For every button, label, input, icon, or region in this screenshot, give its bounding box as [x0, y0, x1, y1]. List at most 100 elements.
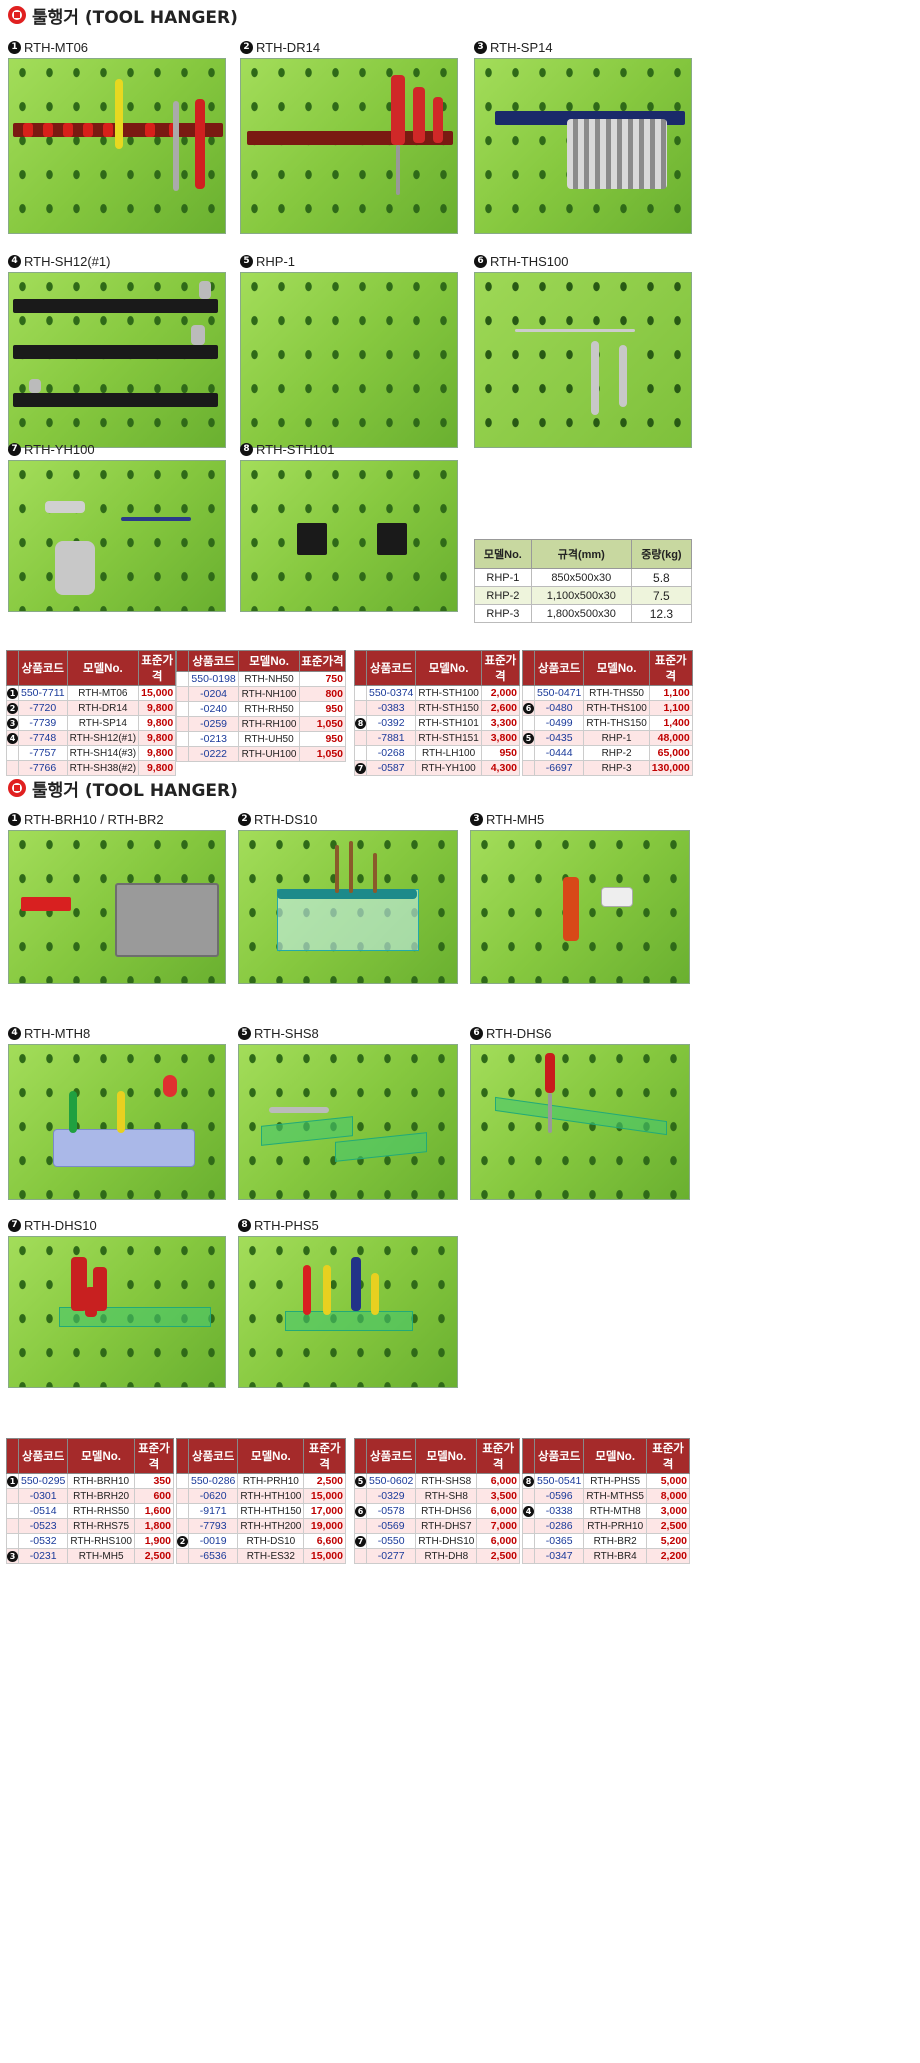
product-photo — [8, 830, 226, 984]
product-code: -7720 — [18, 700, 68, 716]
row-marker — [354, 745, 367, 761]
product-code: -0268 — [365, 745, 417, 761]
standard-price: 9,800 — [138, 700, 177, 716]
spec-size: 1,800x500x30 — [530, 604, 632, 623]
number-badge: 8 — [240, 442, 253, 456]
product-photo — [8, 1044, 226, 1200]
row-marker: 3 — [6, 715, 19, 731]
marker-header — [354, 1438, 367, 1474]
row-marker — [6, 1518, 19, 1534]
model-no: RTH-HTH150 — [237, 1503, 305, 1519]
number-badge: 1 — [7, 688, 18, 699]
row-marker: 5 — [354, 1473, 367, 1489]
socket-rail — [13, 345, 218, 359]
number-badge: 8 — [238, 1218, 251, 1232]
model-no: RTH-NH50 — [238, 671, 300, 687]
model-no: RTH-DH8 — [415, 1548, 478, 1564]
row-marker: 1 — [6, 685, 19, 701]
row-marker — [522, 1488, 535, 1504]
price-table-header: 모델No. — [67, 1438, 135, 1474]
socket-rail — [13, 393, 218, 407]
model-no: RTH-SH12(#1) — [66, 730, 140, 746]
product-code: 550-0541 — [533, 1473, 585, 1489]
tool-holder-icon — [53, 1129, 195, 1167]
pliers-holder-icon — [285, 1311, 413, 1331]
model-no: RTH-MH5 — [67, 1548, 135, 1564]
screwdriver-icon — [433, 97, 443, 143]
price-table-header: 모델No. — [415, 1438, 478, 1474]
pliers-icon — [323, 1265, 331, 1315]
standard-price: 6,000 — [476, 1533, 520, 1549]
model-no: RTH-BRH20 — [67, 1488, 135, 1504]
model-no: RTH-STH100 — [415, 685, 482, 701]
product-code: -0569 — [365, 1518, 417, 1534]
product-name: RTH-DHS6 — [486, 1025, 552, 1041]
number-badge: 2 — [238, 812, 251, 826]
standard-price: 3,800 — [480, 730, 521, 746]
section-title-text: 툴행거 (TOOL HANGER) — [32, 780, 238, 801]
spray-gun-icon — [45, 501, 85, 513]
socket-icon — [199, 281, 211, 299]
standard-price: 9,800 — [138, 715, 177, 731]
product-code: 550-0286 — [187, 1473, 239, 1489]
row-marker — [354, 1518, 367, 1534]
product-code: -0222 — [187, 746, 240, 762]
product-code: 550-0295 — [17, 1473, 69, 1489]
number-badge: 5 — [238, 1026, 251, 1040]
price-table-header: 상품코드 — [18, 650, 68, 686]
standard-price: 2,500 — [476, 1548, 520, 1564]
standard-price: 5,200 — [645, 1533, 691, 1549]
standard-price: 1,050 — [298, 716, 347, 732]
number-badge: 6 — [470, 1026, 483, 1040]
model-no: RTH-PRH10 — [583, 1518, 647, 1534]
product-code: -0231 — [17, 1548, 69, 1564]
marker-header — [176, 1438, 189, 1474]
standard-price: 5,000 — [645, 1473, 691, 1489]
product-code: -0277 — [365, 1548, 417, 1564]
row-marker — [354, 1488, 367, 1504]
drill-stand-top-icon — [277, 889, 417, 899]
tool-handle-icon — [163, 1075, 177, 1097]
row-marker — [6, 745, 19, 761]
number-badge: 8 — [355, 718, 366, 729]
row-marker — [6, 1488, 19, 1504]
standard-price: 950 — [298, 731, 347, 747]
price-table-header: 상품코드 — [187, 1438, 239, 1474]
price-table-header: 표준가격 — [303, 1438, 346, 1474]
price-table-header: 모델No. — [583, 650, 650, 686]
number-badge: 2 — [7, 703, 18, 714]
standard-price: 350 — [133, 1473, 175, 1489]
standard-price: 1,900 — [133, 1533, 175, 1549]
product-name: RTH-MH5 — [486, 811, 545, 827]
product-code: 550-0602 — [365, 1473, 417, 1489]
row-marker — [522, 1518, 535, 1534]
hook-mount-icon — [377, 523, 407, 555]
product-photo — [238, 1236, 458, 1388]
